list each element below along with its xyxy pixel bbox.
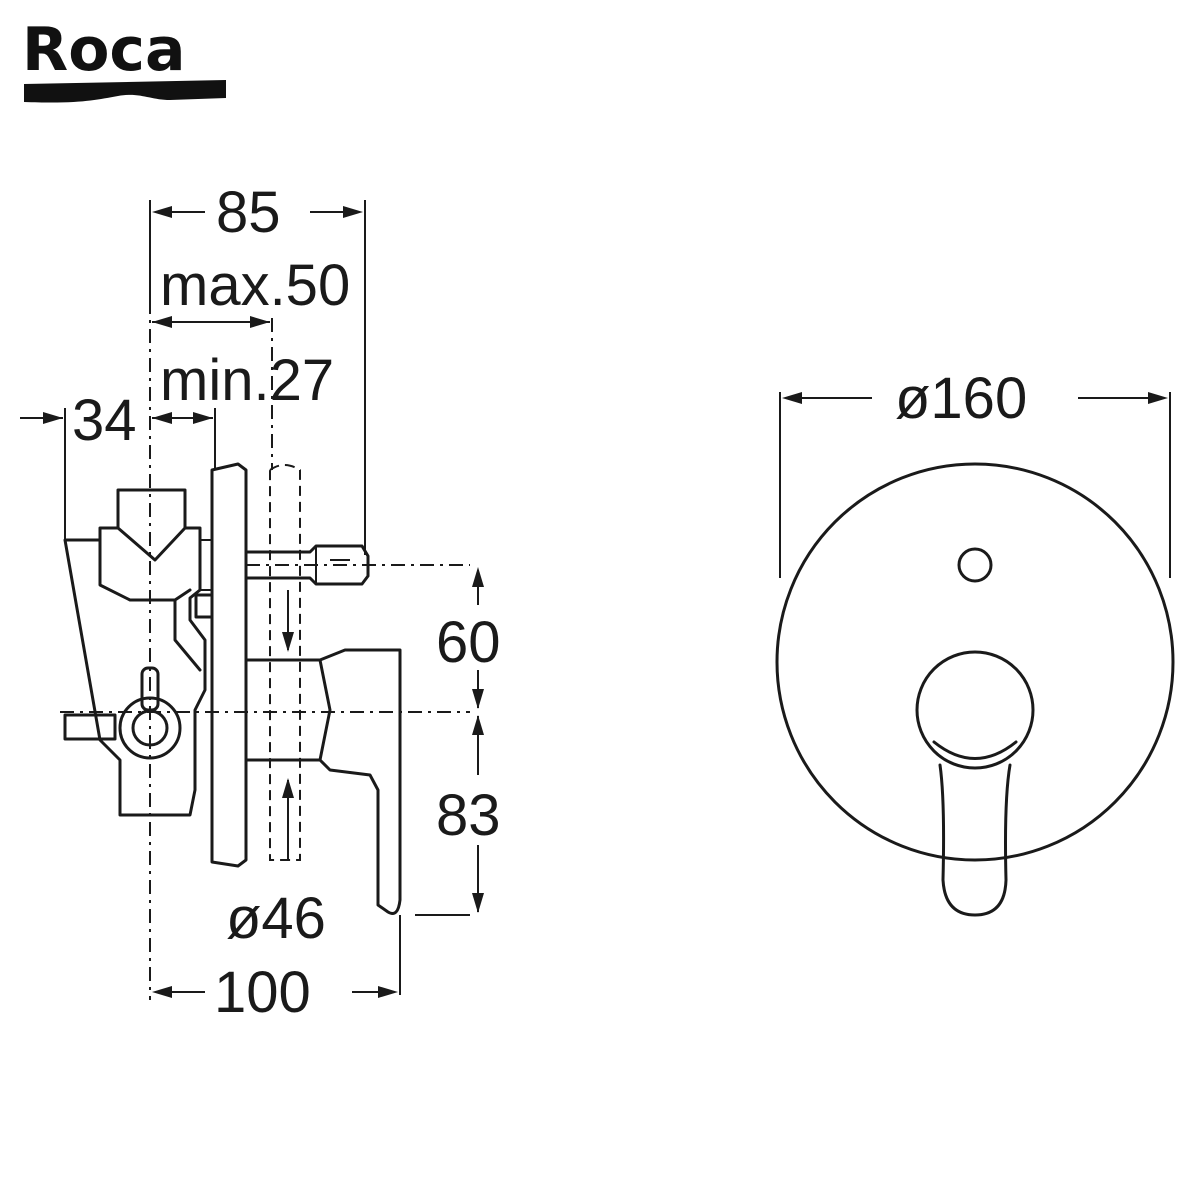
brand-logo: Roca bbox=[22, 15, 226, 103]
dim-100-arrow-left bbox=[152, 986, 172, 998]
front-view: ø160 bbox=[775, 366, 1175, 917]
valve-pipe-curve bbox=[173, 598, 202, 672]
plate-clip bbox=[194, 593, 214, 619]
dim-60-arrow-bottom bbox=[472, 689, 484, 709]
dim-max50-label: max.50 bbox=[160, 253, 350, 318]
cover-plate bbox=[775, 462, 1175, 862]
lever-handle-neck bbox=[318, 658, 332, 762]
wall-plate bbox=[210, 462, 248, 868]
dim-60-arrow-top bbox=[472, 567, 484, 587]
inlet-fitting-ring bbox=[118, 696, 182, 760]
dim-100-arrow-right bbox=[378, 986, 398, 998]
dim-dia46-label: ø46 bbox=[226, 886, 326, 951]
cartridge-arrow-top bbox=[282, 632, 294, 652]
dim-34-label: 34 bbox=[72, 388, 137, 453]
diverter-knob-hole bbox=[957, 547, 993, 583]
diverter-stem bbox=[244, 544, 370, 586]
inlet-pipe-stub bbox=[63, 713, 117, 741]
dim-dia160-label: ø160 bbox=[895, 366, 1027, 431]
dim-85-arrow-left bbox=[152, 206, 172, 218]
dim-160-arrow-left bbox=[782, 392, 802, 404]
inlet-valve-stem bbox=[140, 666, 160, 712]
valve-body-outline bbox=[63, 488, 207, 817]
dim-85-label: 85 bbox=[216, 180, 281, 245]
dim-83-label: 83 bbox=[436, 783, 501, 848]
dim-min27-arrow-left bbox=[152, 412, 172, 424]
dim-60-label: 60 bbox=[436, 610, 501, 675]
side-view: 85 max.50 min.27 34 bbox=[20, 180, 501, 1025]
dim-min27-label: min.27 bbox=[160, 348, 334, 413]
brand-logo-wave bbox=[24, 80, 226, 103]
cartridge-arrow-bottom bbox=[282, 778, 294, 798]
lever-handle bbox=[244, 648, 402, 915]
dim-160-arrow-right bbox=[1148, 392, 1168, 404]
handle-base-arc bbox=[932, 740, 1018, 760]
dim-max50-arrow-right bbox=[250, 316, 270, 328]
dim-100-label: 100 bbox=[214, 960, 311, 1025]
cartridge-dashed-outline bbox=[269, 464, 301, 861]
dim-83-arrow-bottom bbox=[472, 893, 484, 913]
dim-34-arrow bbox=[43, 412, 63, 424]
dim-max50-arrow-left bbox=[152, 316, 172, 328]
dim-85-arrow-right bbox=[343, 206, 363, 218]
valve-inlet-neck bbox=[116, 526, 187, 562]
lever-front bbox=[938, 763, 1012, 917]
valve-body-inner bbox=[98, 538, 192, 602]
handle-base bbox=[915, 650, 1035, 770]
dim-83-arrow-top bbox=[472, 715, 484, 735]
dim-min27-arrow-right bbox=[193, 412, 213, 424]
brand-logo-wordmark: Roca bbox=[22, 15, 185, 85]
